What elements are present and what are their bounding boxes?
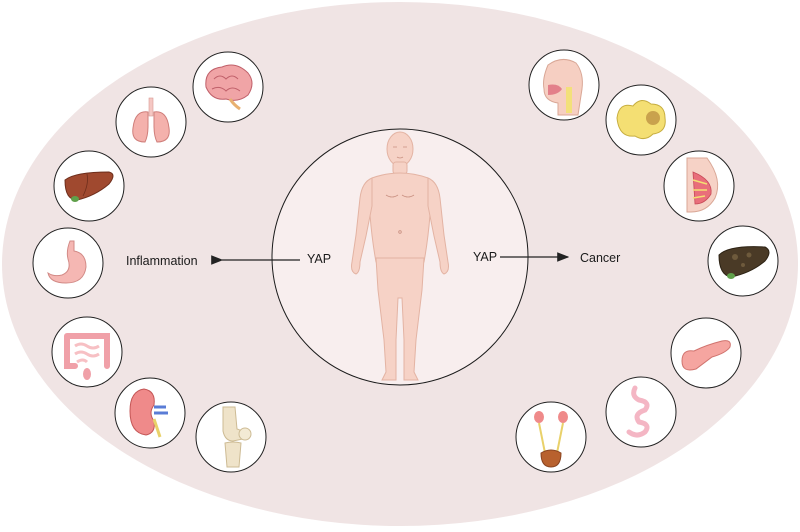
stomach-icon	[32, 227, 104, 299]
intestine-icon	[51, 316, 123, 388]
breast-tissue-icon	[605, 84, 677, 156]
liver-cancer-icon	[707, 225, 779, 297]
brain-icon	[192, 51, 264, 123]
human-body-icon	[351, 131, 449, 381]
kidney-icon	[114, 377, 186, 449]
breast-icon	[663, 150, 735, 222]
yap-label-right: YAP	[473, 250, 498, 264]
knee-joint-icon	[195, 401, 267, 473]
body-details	[385, 146, 415, 234]
liver-icon	[53, 150, 125, 222]
pancreas-icon	[670, 317, 742, 389]
inflammation-label: Inflammation	[126, 254, 198, 268]
cancer-label: Cancer	[580, 251, 621, 265]
lungs-icon	[115, 86, 187, 158]
small-intestine-icon	[605, 376, 677, 448]
urinary-tract-icon	[515, 401, 587, 473]
yap-label-left: YAP	[307, 252, 332, 266]
head-neck-icon	[528, 49, 600, 121]
